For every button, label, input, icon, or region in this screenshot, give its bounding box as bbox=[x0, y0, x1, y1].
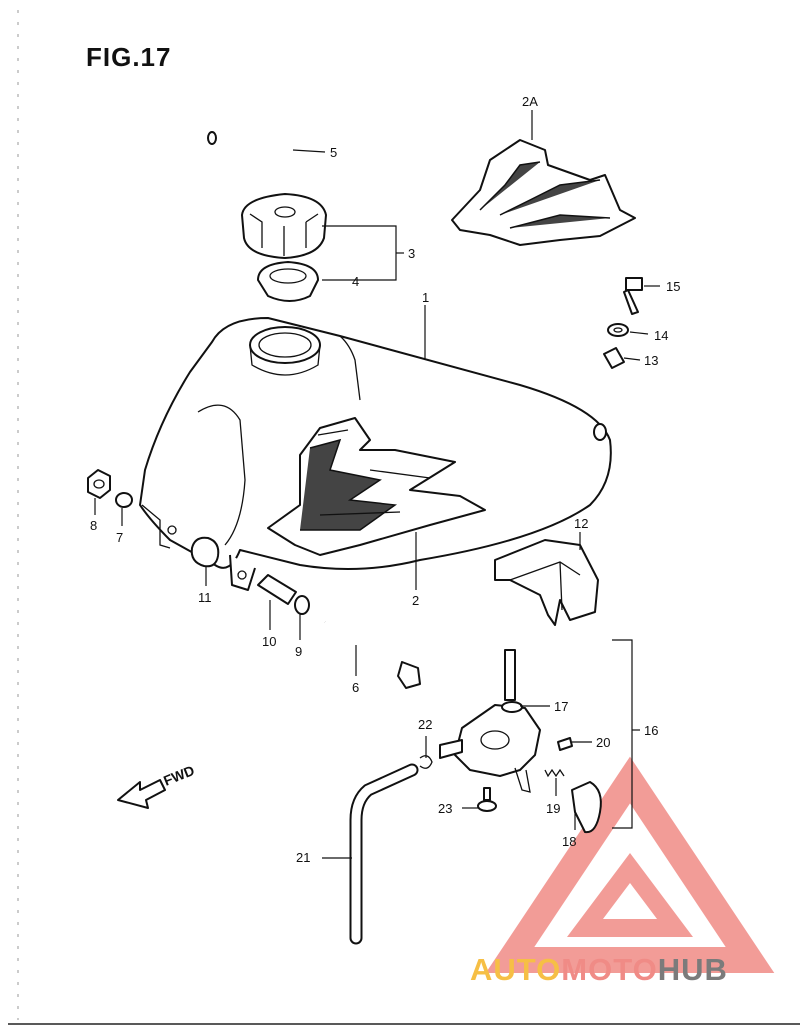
bolt-15 bbox=[623, 277, 643, 315]
leader-lines bbox=[94, 110, 660, 859]
figure-title: FIG.17 bbox=[86, 42, 172, 72]
callout-23: 23 bbox=[438, 801, 452, 816]
callout-21: 21 bbox=[296, 850, 310, 865]
callout-22: 22 bbox=[418, 717, 432, 732]
clip-22 bbox=[419, 755, 433, 769]
knob-18 bbox=[571, 781, 602, 834]
fuel-cock bbox=[439, 649, 541, 793]
fuel-cap bbox=[241, 193, 327, 259]
callout-17: 17 bbox=[554, 699, 568, 714]
callout-16: 16 bbox=[644, 723, 658, 738]
watermark-moto: MOTO bbox=[561, 952, 658, 987]
watermark-text: AUTOMOTOHUB bbox=[470, 952, 728, 988]
cushion-11 bbox=[190, 536, 220, 568]
callout-13: 13 bbox=[644, 353, 658, 368]
watermark-logo bbox=[485, 756, 775, 973]
callout-9: 9 bbox=[295, 644, 302, 659]
callout-4: 4 bbox=[352, 274, 359, 289]
callout-14: 14 bbox=[654, 328, 668, 343]
callout-18: 18 bbox=[562, 834, 576, 849]
washer-7 bbox=[115, 492, 133, 508]
watermark-auto: AUTO bbox=[470, 952, 562, 987]
callout-11: 11 bbox=[198, 590, 212, 605]
callout-12: 12 bbox=[574, 516, 588, 531]
callout-19: 19 bbox=[546, 801, 560, 816]
callout-3: 3 bbox=[408, 246, 415, 261]
screw-20 bbox=[557, 737, 573, 751]
callout-2: 2 bbox=[412, 593, 419, 608]
washer-14 bbox=[607, 323, 629, 337]
callout-7: 7 bbox=[116, 530, 123, 545]
tank-cover bbox=[494, 539, 599, 626]
forward-label: FWD bbox=[161, 762, 197, 789]
callout-10: 10 bbox=[262, 634, 276, 649]
callout-1: 1 bbox=[422, 290, 429, 305]
callout-15: 15 bbox=[666, 279, 680, 294]
forward-arrow bbox=[117, 779, 166, 809]
callout-2a: 2A bbox=[522, 94, 538, 109]
callout-6: 6 bbox=[352, 680, 359, 695]
callout-5: 5 bbox=[330, 145, 337, 160]
screw-23 bbox=[477, 787, 497, 812]
nut-8 bbox=[87, 469, 111, 499]
fuel-hose bbox=[349, 763, 419, 945]
bolt-6 bbox=[324, 620, 421, 689]
callout-20: 20 bbox=[596, 735, 610, 750]
callout-8: 8 bbox=[90, 518, 97, 533]
decal-2a bbox=[451, 139, 636, 246]
collar-10 bbox=[257, 574, 297, 605]
fuel-cap-hose bbox=[207, 104, 295, 190]
fuel-tank bbox=[139, 317, 612, 591]
collar-13 bbox=[603, 347, 625, 369]
cap-gasket bbox=[257, 261, 319, 302]
watermark-hub: HUB bbox=[657, 952, 728, 987]
washer-9 bbox=[294, 595, 310, 615]
tank-decal bbox=[267, 417, 486, 556]
spring-19 bbox=[544, 768, 565, 778]
